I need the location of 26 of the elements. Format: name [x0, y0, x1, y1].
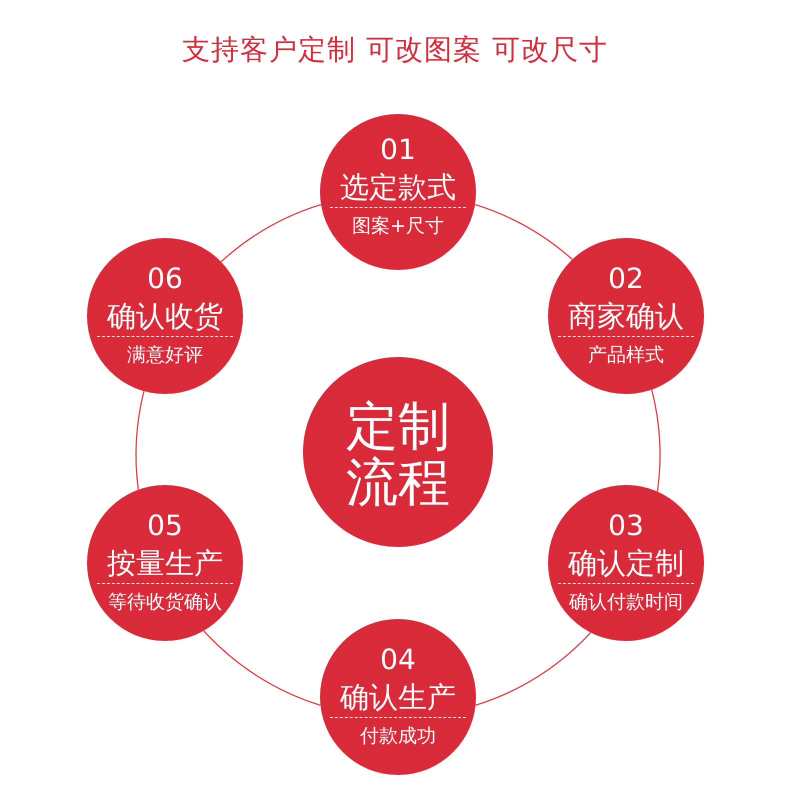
center-title: 定制流程 — [345, 399, 451, 511]
connector-arc — [475, 632, 592, 706]
step-number: 03 — [608, 510, 644, 542]
connector-arc — [651, 390, 660, 492]
connector-arc — [136, 390, 144, 490]
step-title: 按量生产 — [107, 546, 223, 580]
step-title: 商家确认 — [568, 300, 684, 332]
connector-arc — [220, 204, 322, 262]
step-subtitle: 图案+尺寸 — [352, 215, 444, 237]
step-subtitle: 等待收货确认 — [108, 591, 222, 613]
step-title: 确认收货 — [107, 300, 223, 332]
step-number: 02 — [608, 263, 644, 295]
step-number: 06 — [147, 263, 183, 295]
step-subtitle: 产品样式 — [588, 344, 664, 366]
step-subtitle: 确认付款时间 — [569, 591, 683, 613]
step-title: 确认生产 — [340, 680, 456, 714]
step-number: 01 — [380, 134, 416, 166]
step-subtitle: 满意好评 — [127, 344, 203, 366]
page-title: 支持客户定制 可改图案 可改尺寸 — [182, 33, 608, 67]
step-subtitle: 付款成功 — [360, 725, 436, 747]
step-title: 确认定制 — [568, 546, 684, 580]
step-title: 选定款式 — [340, 170, 456, 204]
connector-arc — [474, 204, 573, 260]
step-number: 05 — [147, 510, 183, 542]
step-number: 04 — [380, 644, 416, 676]
connector-arc — [203, 630, 321, 706]
